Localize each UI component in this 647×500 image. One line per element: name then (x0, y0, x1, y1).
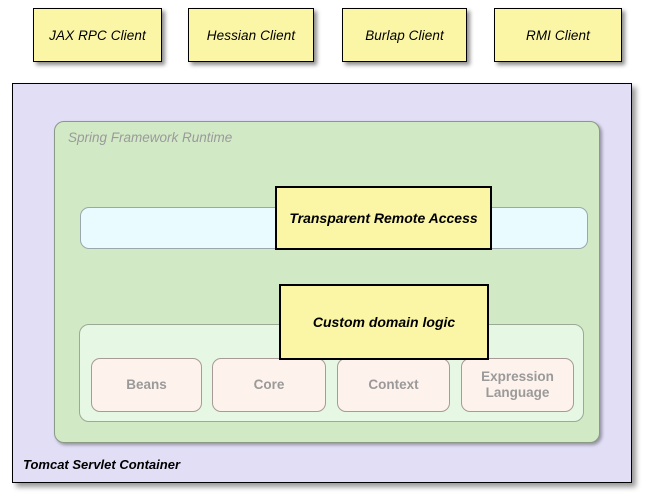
client-box-rmi[interactable]: RMI Client (494, 8, 622, 62)
core-module-label: Core (253, 377, 285, 393)
overlay-transparent-remote-access[interactable]: Transparent Remote Access (275, 186, 492, 250)
client-label: RMI Client (525, 27, 590, 43)
client-box-hessian[interactable]: Hessian Client (188, 8, 314, 62)
spring-framework-runtime-label: Spring Framework Runtime (68, 130, 233, 145)
core-module-label: Expression Language (481, 369, 554, 400)
overlay-custom-domain-logic[interactable]: Custom domain logic (279, 284, 489, 360)
client-box-jax-rpc[interactable]: JAX RPC Client (33, 8, 162, 62)
tomcat-servlet-container-label: Tomcat Servlet Container (23, 457, 181, 472)
client-label: JAX RPC Client (49, 27, 146, 43)
core-module-label: Context (368, 377, 419, 393)
spring-framework-runtime[interactable]: Spring Framework Runtime Web Core Contai… (54, 121, 600, 443)
overlay-label: Transparent Remote Access (289, 210, 478, 226)
core-modules-row: Beans Core Context Expression Language (91, 358, 574, 412)
client-row: JAX RPC Client Hessian Client Burlap Cli… (0, 0, 647, 78)
tomcat-servlet-container[interactable]: Spring Framework Runtime Web Core Contai… (12, 83, 632, 483)
client-label: Burlap Client (365, 27, 444, 43)
overlay-label: Custom domain logic (312, 314, 456, 330)
client-box-burlap[interactable]: Burlap Client (342, 8, 467, 62)
core-module-core[interactable]: Core (212, 358, 326, 412)
core-module-label: Beans (126, 377, 167, 393)
client-label: Hessian Client (206, 27, 296, 43)
core-module-context[interactable]: Context (337, 358, 450, 412)
core-module-expression-language[interactable]: Expression Language (461, 358, 574, 412)
core-module-beans[interactable]: Beans (91, 358, 202, 412)
